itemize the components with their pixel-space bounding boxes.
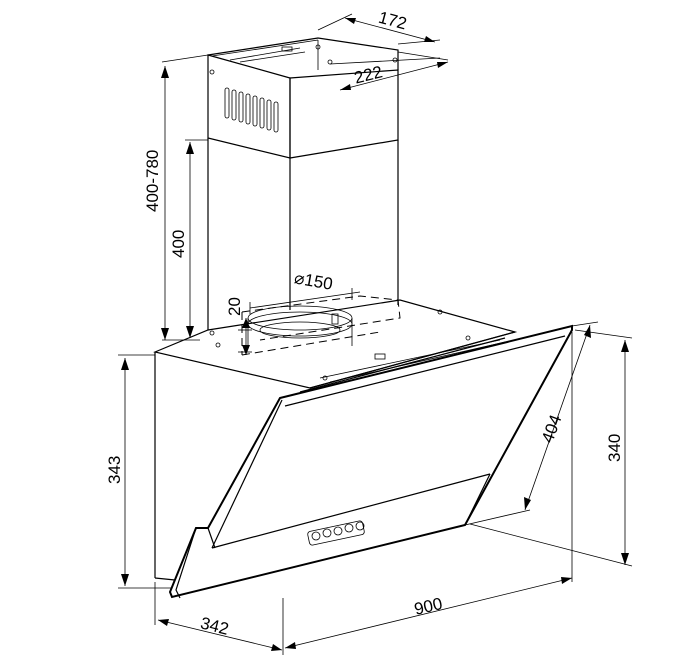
dim-hood-height: 343 (105, 354, 172, 589)
dim-chimney-depth: 172 (317, 8, 441, 45)
dim-150-label: ⌀150 (293, 268, 334, 293)
control-buttons (307, 520, 365, 546)
dim-342-label: 342 (199, 613, 231, 638)
vent-slots (224, 87, 279, 133)
dim-glass-height: 340 (469, 329, 633, 567)
dim-900-label: 900 (412, 594, 444, 619)
hood-body (153, 299, 518, 581)
dim-hood-depth: 342 (154, 582, 284, 655)
dim-340-label: 340 (605, 434, 624, 462)
dim-height-range: 400-780 (143, 54, 209, 341)
duct-ring (247, 305, 353, 346)
dim-172-label: 172 (376, 8, 408, 34)
dim-20-label: 20 (225, 297, 244, 316)
glass-panel (168, 324, 573, 599)
dim-lower-height: 400 (169, 139, 208, 338)
dim-duct-offset: 20 (225, 297, 252, 355)
chimney-upper (207, 37, 399, 159)
dim-400-780-label: 400-780 (143, 150, 162, 212)
dim-222-label: 222 (352, 62, 384, 87)
dim-343-label: 343 (105, 456, 124, 484)
dim-glass-length: 404 (464, 321, 599, 526)
dim-hood-width: 900 (284, 332, 573, 649)
dim-400-label: 400 (169, 230, 188, 258)
dim-404-label: 404 (538, 412, 566, 445)
dim-duct-diameter: ⌀150 (249, 268, 361, 314)
chimney-lower (207, 138, 399, 330)
